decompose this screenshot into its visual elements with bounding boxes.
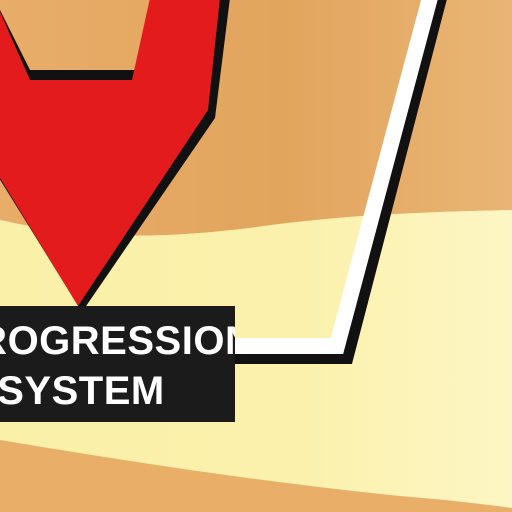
title-line-2: SYSTEM — [0, 369, 165, 413]
title-line-1: PROGRESSION — [0, 319, 235, 363]
down-arrow-marker-icon — [0, 0, 220, 306]
title-label: PROGRESSION SYSTEM — [0, 316, 235, 416]
bottom-orange-band — [0, 440, 512, 512]
progress-path-shadow — [235, 0, 447, 364]
title-label-box: PROGRESSION SYSTEM — [0, 306, 235, 422]
progress-path — [230, 0, 438, 354]
